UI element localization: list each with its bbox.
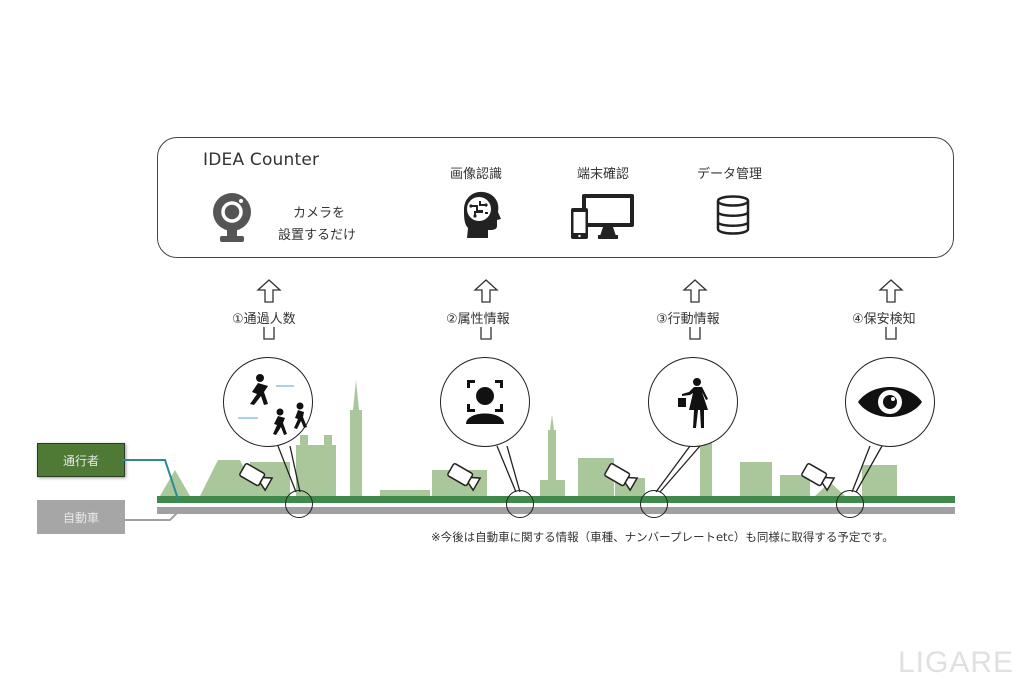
- walking-people-icon: [238, 374, 307, 435]
- devices-icon: [570, 193, 636, 245]
- idea-counter-panel: [157, 137, 954, 258]
- footnote: ※今後は自動車に関する情報（車種、ナンバープレートetc）も同様に取得する予定で…: [431, 530, 894, 544]
- step-label: ③行動情報: [656, 312, 720, 327]
- step-label: ①通過人数: [232, 312, 296, 327]
- brain-circuit-icon: [458, 190, 502, 244]
- arrow-tail-icon: [480, 327, 492, 340]
- security-camera-icon: [604, 463, 639, 492]
- panel-title: IDEA Counter: [203, 150, 320, 170]
- camera-caption-1: カメラを: [293, 206, 346, 221]
- bubble-behavior: [648, 357, 738, 447]
- security-camera-icon: [239, 463, 274, 492]
- security-camera-icon: [447, 463, 482, 492]
- legend-pedestrian: 通行者: [37, 443, 125, 477]
- step-label: ④保安検知: [852, 312, 916, 327]
- up-arrow-icon: [878, 279, 904, 303]
- bubble-people-count: [223, 357, 313, 447]
- up-arrow-icon: [473, 279, 499, 303]
- feature-label-device-check: 端末確認: [577, 167, 630, 182]
- face-scan-icon: [466, 380, 504, 424]
- legend-pedestrian-label: 通行者: [62, 453, 99, 468]
- up-arrow-icon: [256, 279, 282, 303]
- bubble-attributes: [440, 357, 530, 447]
- up-arrow-icon: [682, 279, 708, 303]
- detection-point-4: [836, 490, 864, 518]
- database-icon: [715, 193, 751, 241]
- arrow-tail-icon: [689, 327, 701, 340]
- detection-point-1: [285, 490, 313, 518]
- shopper-icon: [678, 378, 708, 428]
- step-label: ②属性情報: [446, 312, 510, 327]
- webcam-icon: [210, 192, 254, 248]
- detection-point-2: [506, 490, 534, 518]
- feature-label-image-recognition: 画像認識: [450, 167, 503, 182]
- bubble-security: [845, 357, 935, 447]
- detection-point-3: [640, 490, 668, 518]
- legend-connectors: [122, 459, 179, 521]
- eye-icon: [858, 387, 922, 417]
- watermark-logo: LIGARE: [898, 646, 1015, 679]
- camera-caption-2: 設置するだけ: [278, 228, 357, 243]
- feature-label-data-management: データ管理: [697, 167, 763, 182]
- arrow-tail-icon: [263, 327, 275, 340]
- legend-vehicle: 自動車: [37, 500, 125, 534]
- legend-vehicle-label: 自動車: [62, 510, 99, 525]
- security-camera-icon: [801, 463, 836, 492]
- arrow-tail-icon: [885, 327, 897, 340]
